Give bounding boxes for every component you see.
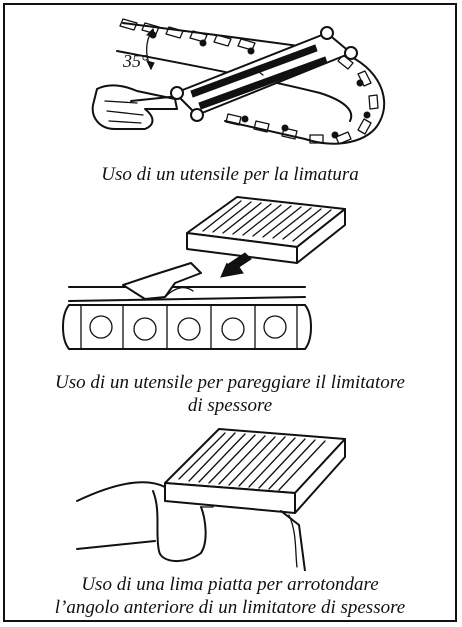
caption-depth-gauge-tool: Uso di un utensile per pareggiare il lim…	[55, 372, 405, 416]
caption-filing-tool: Uso di un utensile per la limatura	[101, 164, 359, 185]
flat-file-illustration	[5, 421, 455, 571]
page-frame: 35° Uso di un utensile per la limatura	[3, 3, 457, 622]
angle-label: 35°	[122, 51, 148, 71]
caption-flat-file: Uso di una lima piatta per arrotondare l…	[54, 574, 406, 618]
filing-tool-illustration: 35°	[5, 11, 455, 161]
depth-gauge-tool-illustration	[5, 191, 455, 369]
